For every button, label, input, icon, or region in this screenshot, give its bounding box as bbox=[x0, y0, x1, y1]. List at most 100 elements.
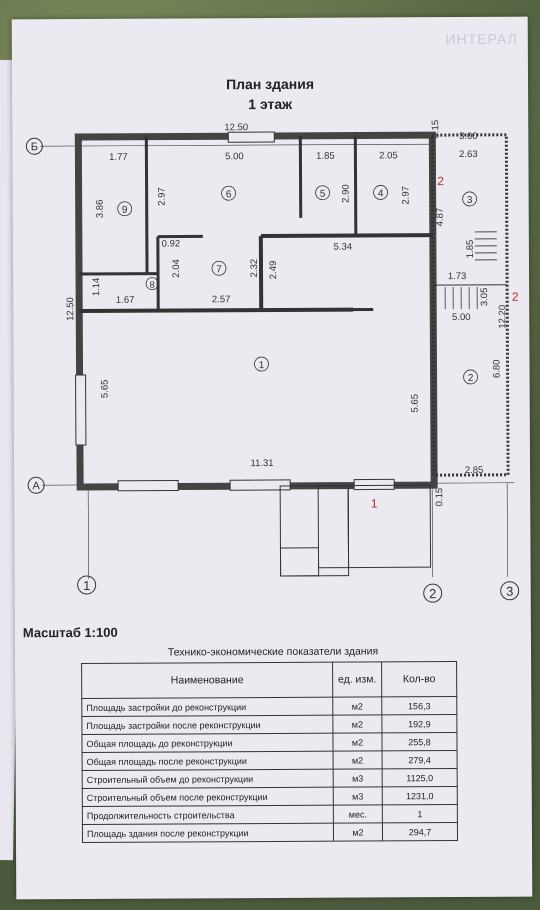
window bbox=[117, 479, 179, 492]
row-name: Площадь застройки до реконструкции bbox=[81, 697, 333, 717]
axis-label: 1 bbox=[83, 578, 90, 593]
dimension: 1.73 bbox=[448, 271, 467, 282]
room-circle bbox=[211, 260, 227, 276]
room-number: 1 bbox=[259, 360, 265, 371]
row-unit: м3 bbox=[333, 786, 383, 806]
room-number: 4 bbox=[378, 188, 384, 199]
scale-label: Масштаб 1:100 bbox=[22, 624, 118, 641]
room-circle bbox=[315, 185, 331, 201]
axis-circle-3 bbox=[500, 581, 520, 601]
dimension: 1.77 bbox=[109, 152, 128, 163]
window bbox=[353, 478, 395, 491]
row-value: 1 bbox=[382, 804, 458, 823]
axis-label: 3 bbox=[506, 584, 513, 599]
axis-label: А bbox=[32, 480, 40, 492]
room-number: 6 bbox=[226, 189, 232, 200]
floor-plan: Б А 1 2 3 bbox=[25, 120, 520, 603]
extension-wall bbox=[430, 133, 510, 477]
window bbox=[229, 479, 291, 491]
row-name: Общая площадь после реконструкции bbox=[82, 751, 334, 771]
row-unit: м2 bbox=[333, 750, 383, 770]
row-unit: мес. bbox=[333, 804, 383, 824]
ramp bbox=[347, 484, 432, 569]
dimension: 2.97 bbox=[401, 186, 412, 205]
table-title: Технико-экономические показатели здания bbox=[167, 645, 379, 659]
room-number: 7 bbox=[216, 264, 222, 275]
room-circle bbox=[145, 277, 159, 291]
row-unit: м2 bbox=[332, 696, 382, 716]
room-circle bbox=[254, 356, 269, 372]
window bbox=[75, 374, 87, 446]
row-value: 255,8 bbox=[381, 732, 458, 751]
row-name: Площадь застройки после реконструкции bbox=[81, 715, 333, 735]
dimension: 3.05 bbox=[479, 288, 490, 307]
axis-label: Б bbox=[31, 141, 38, 153]
room-number: 5 bbox=[320, 189, 326, 200]
room-number: 2 bbox=[468, 373, 474, 384]
porch bbox=[279, 485, 350, 577]
interior-wall bbox=[260, 233, 433, 239]
row-name: Строительный объем до реконструкции bbox=[82, 769, 334, 789]
row-unit: м2 bbox=[333, 822, 383, 842]
dimension: 5.65 bbox=[410, 394, 421, 413]
row-unit: м2 bbox=[332, 732, 383, 752]
room-number: 8 bbox=[150, 280, 155, 290]
table-header: Наименование bbox=[81, 662, 333, 699]
dimension: 2.49 bbox=[268, 261, 279, 280]
room-number: 9 bbox=[122, 205, 128, 216]
porch-steps bbox=[279, 547, 320, 577]
interior-wall bbox=[79, 307, 354, 314]
dimension: 12.50 bbox=[224, 122, 248, 133]
section-mark: 2 bbox=[437, 174, 444, 188]
document-page: ИНТЕРАЛ План здания 1 этаж Б А 1 2 3 bbox=[11, 16, 533, 900]
row-name: Строительный объем после реконструкции bbox=[82, 787, 334, 807]
dimension: 2.97 bbox=[157, 187, 168, 206]
dimension: 5.00 bbox=[452, 312, 471, 323]
dimension: 1.67 bbox=[116, 295, 135, 306]
axis-label: 2 bbox=[429, 586, 436, 601]
dimension: 6.80 bbox=[491, 360, 502, 379]
dimension: 4.87 bbox=[435, 208, 446, 227]
dimension: 2.57 bbox=[212, 294, 231, 305]
row-value: 279,4 bbox=[382, 750, 458, 769]
section-mark: 1 bbox=[371, 496, 378, 510]
dimension: 1.85 bbox=[316, 151, 335, 162]
row-name: Общая площадь до реконструкции bbox=[81, 733, 334, 753]
row-value: 294,7 bbox=[382, 822, 458, 841]
porch-steps bbox=[317, 485, 350, 569]
row-value: 156,3 bbox=[381, 696, 457, 715]
dimension: 5.65 bbox=[100, 380, 111, 399]
row-unit: м3 bbox=[333, 768, 383, 788]
dimension: 3.86 bbox=[95, 200, 106, 219]
axis-circle-2 bbox=[423, 583, 443, 603]
dimension: 0.15 bbox=[434, 488, 445, 507]
dimension: 3.00 bbox=[459, 131, 478, 142]
row-name: Площадь здания после реконструкции bbox=[82, 823, 334, 843]
axis-circle-a bbox=[27, 476, 45, 494]
window bbox=[227, 131, 275, 143]
room-circle bbox=[462, 191, 478, 207]
dimension: 2.04 bbox=[171, 259, 182, 278]
row-value: 1125,0 bbox=[382, 768, 458, 787]
dimension: 2.63 bbox=[459, 149, 478, 160]
dimension: 0.92 bbox=[162, 238, 181, 249]
dimension: 12.50 bbox=[65, 297, 76, 321]
dimension: 5.34 bbox=[334, 242, 353, 253]
dimension: 5.00 bbox=[225, 151, 244, 162]
dimension: 2.85 bbox=[465, 465, 484, 476]
room-circle bbox=[373, 185, 389, 200]
table-header: Кол-во bbox=[381, 661, 457, 697]
dimension: 11.31 bbox=[250, 458, 273, 469]
axis-circle-b bbox=[25, 137, 43, 155]
room-circle bbox=[463, 369, 478, 385]
row-value: 192,9 bbox=[381, 714, 457, 733]
dimension: 1.14 bbox=[91, 278, 102, 297]
interior-wall bbox=[144, 136, 149, 274]
dimension: 2.05 bbox=[379, 150, 398, 161]
row-name: Продолжительность строительства bbox=[82, 805, 334, 825]
